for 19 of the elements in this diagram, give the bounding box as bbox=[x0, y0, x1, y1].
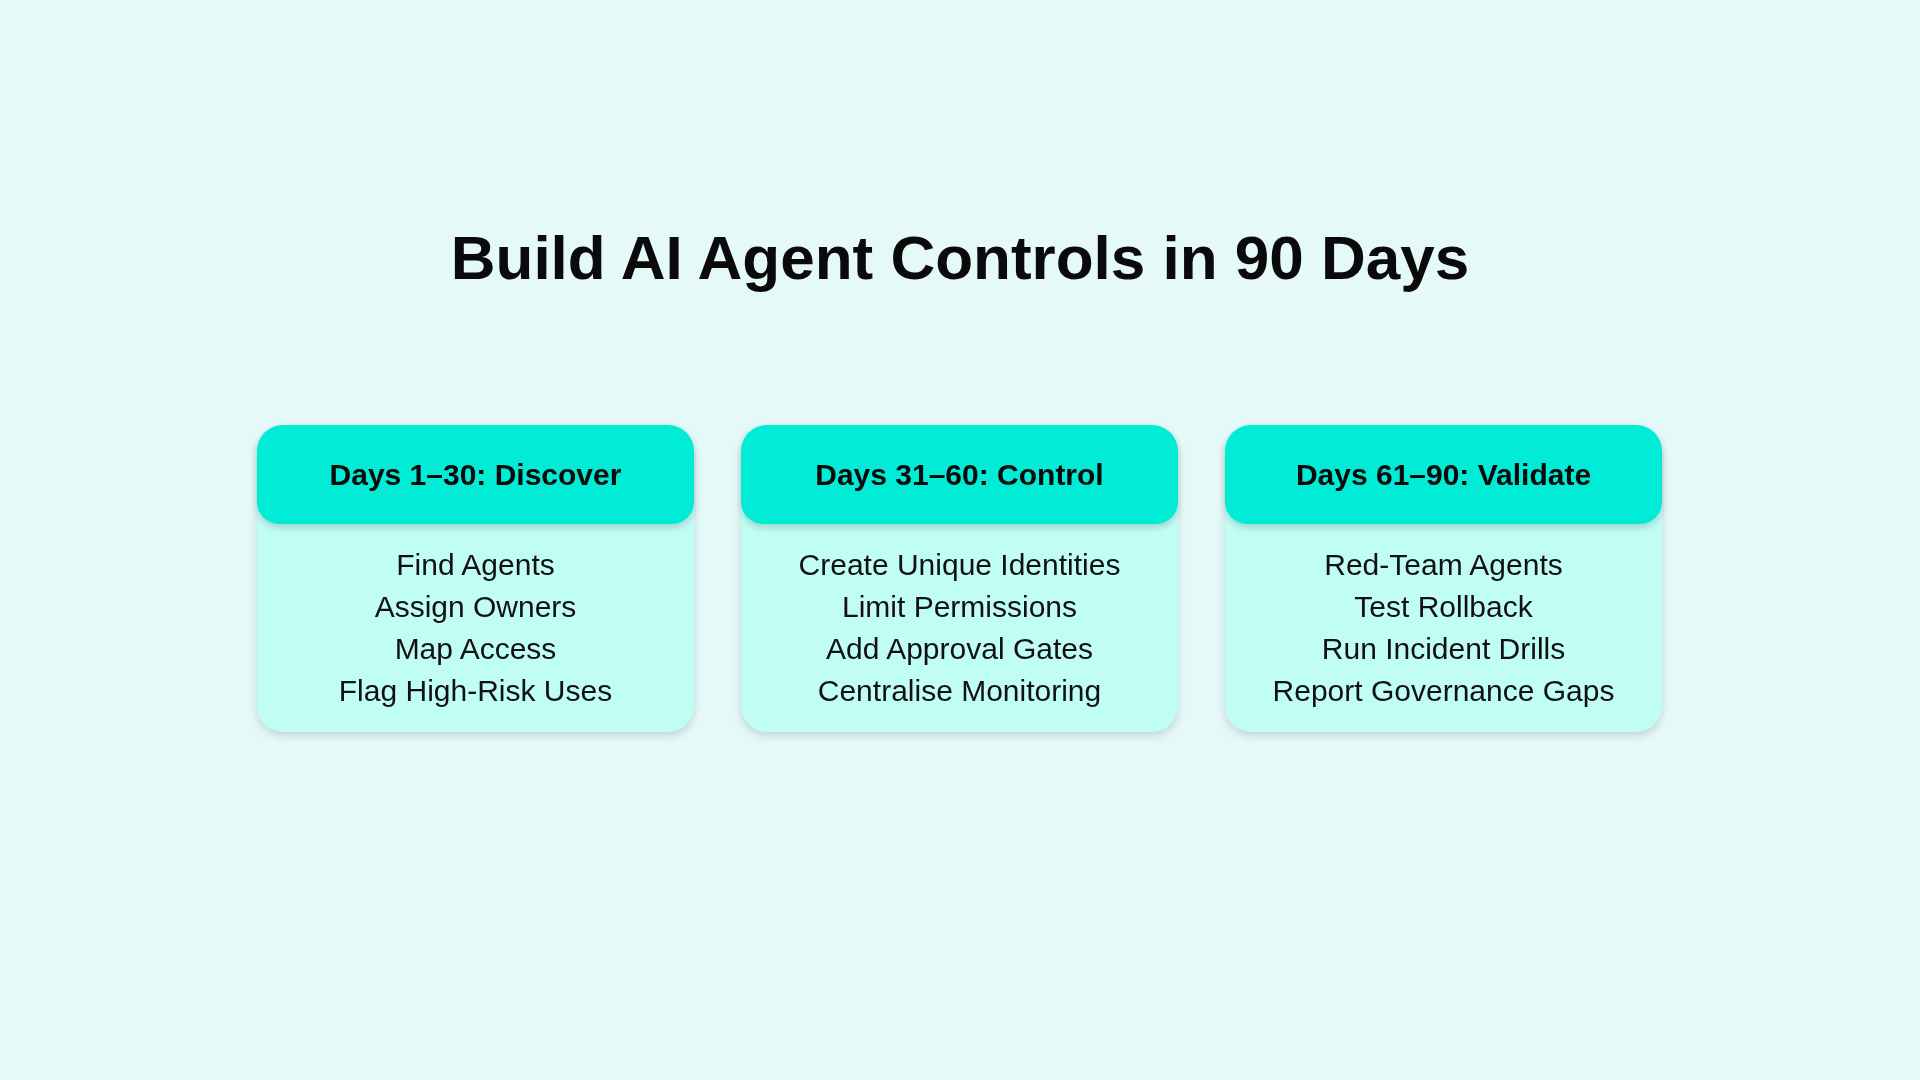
task-item: Test Rollback bbox=[1354, 589, 1533, 625]
task-item: Report Governance Gaps bbox=[1272, 673, 1615, 709]
task-item: Assign Owners bbox=[374, 589, 577, 625]
task-item: Find Agents bbox=[396, 547, 555, 583]
task-item: Limit Permissions bbox=[841, 589, 1078, 625]
title: Build AI Agent Controls in 90 Days bbox=[449, 222, 1471, 293]
task-item: Create Unique Identities bbox=[798, 547, 1121, 583]
task-item: Flag High-Risk Uses bbox=[338, 673, 613, 709]
task-item: Red-Team Agents bbox=[1324, 547, 1563, 583]
task-item: Centralise Monitoring bbox=[817, 673, 1102, 709]
phase-card bbox=[741, 425, 1178, 732]
phase-title: Days 1–30: Discover bbox=[329, 457, 622, 492]
phase-title: Days 31–60: Control bbox=[815, 457, 1104, 492]
phase-card bbox=[1225, 425, 1662, 732]
task-item: Map Access bbox=[394, 631, 557, 667]
phase-card bbox=[257, 425, 694, 732]
task-item: Add Approval Gates bbox=[826, 631, 1093, 667]
phase-title: Days 61–90: Validate bbox=[1295, 457, 1592, 492]
task-item: Run Incident Drills bbox=[1321, 631, 1566, 667]
